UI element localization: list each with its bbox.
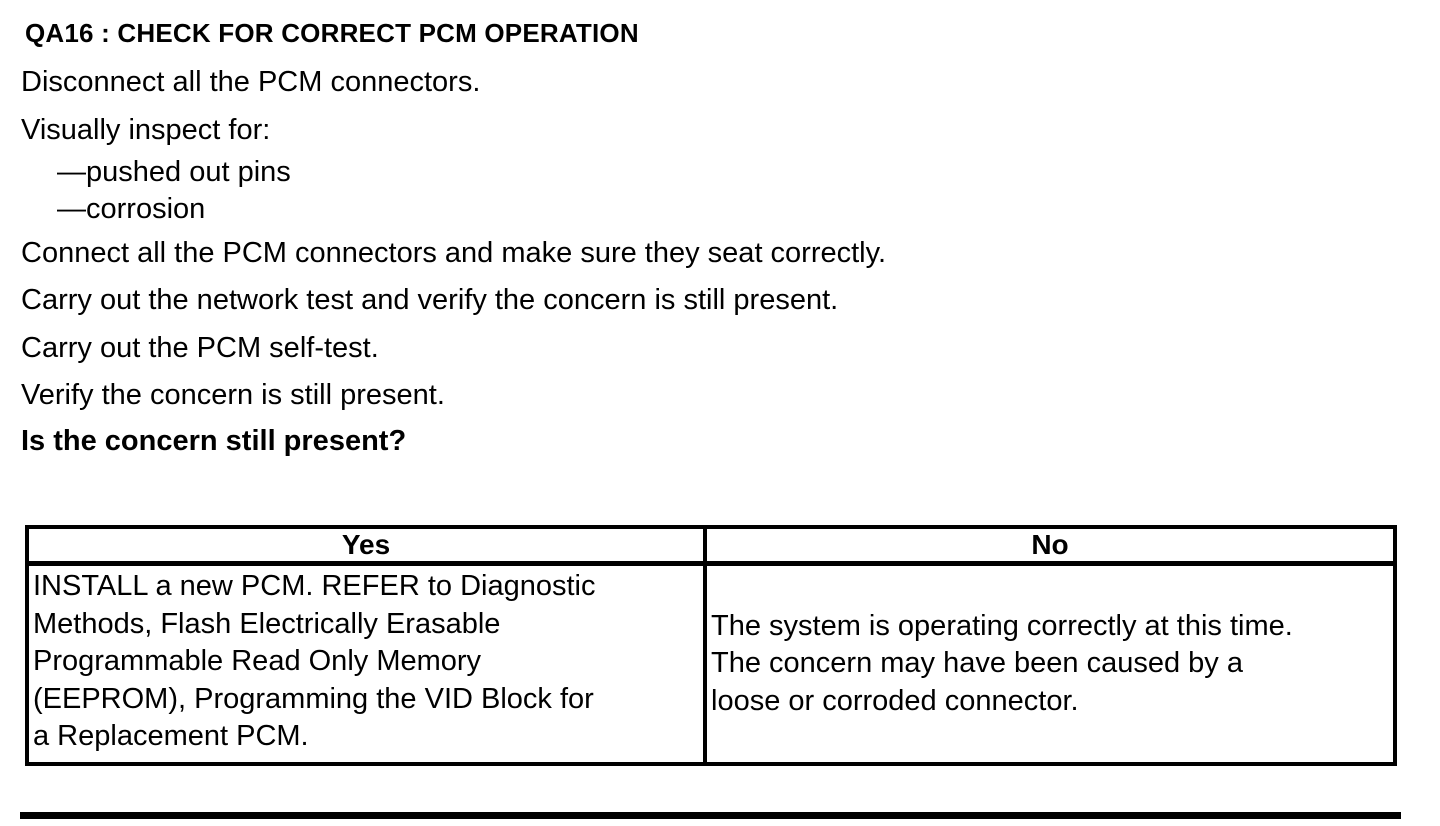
- procedure-step: Verify the concern is still present.: [21, 379, 445, 411]
- yes-column-header: Yes: [25, 525, 707, 566]
- procedure-title: QA16 : CHECK FOR CORRECT PCM OPERATION: [25, 18, 639, 48]
- no-column-header: No: [703, 525, 1397, 566]
- page-bottom-rule: [20, 812, 1401, 819]
- procedure-step: Connect all the PCM connectors and make …: [21, 237, 887, 269]
- table-row: INSTALL a new PCM. REFER to Diagnostic M…: [25, 561, 1397, 766]
- procedure-step: Visually inspect for:: [21, 114, 271, 146]
- inspection-item: —corrosion: [57, 193, 206, 225]
- procedure-step: Carry out the PCM self-test.: [21, 332, 379, 364]
- no-action-cell: The system is operating correctly at thi…: [703, 561, 1397, 766]
- procedure-step: Disconnect all the PCM connectors.: [21, 66, 481, 98]
- inspection-item: —pushed out pins: [57, 156, 291, 188]
- inspection-list: —pushed out pins —corrosion: [57, 154, 1440, 228]
- table-header-row: Yes No: [25, 525, 1397, 566]
- yes-action-cell: INSTALL a new PCM. REFER to Diagnostic M…: [25, 561, 707, 766]
- procedure-step: Carry out the network test and verify th…: [21, 284, 839, 316]
- decision-question: Is the concern still present?: [21, 425, 407, 457]
- decision-table: Yes No INSTALL a new PCM. REFER to Diagn…: [25, 525, 1397, 766]
